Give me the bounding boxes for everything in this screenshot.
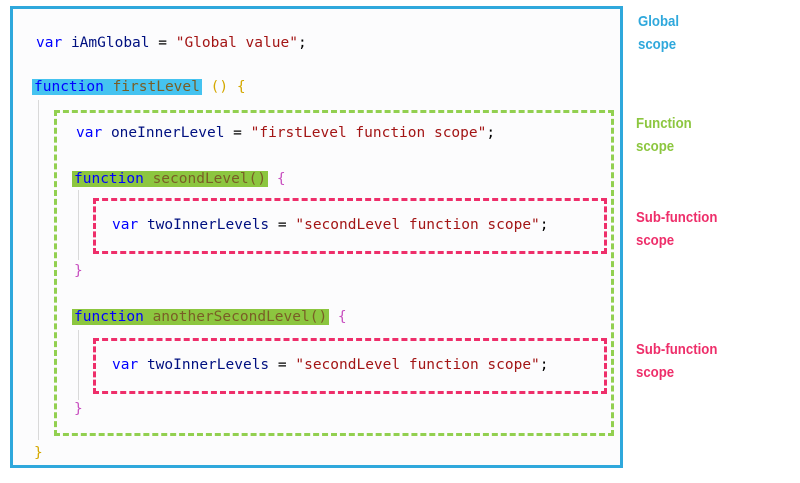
keyword: function [74,171,144,187]
sub-function-scope-box-1 [93,198,607,254]
string-literal: "Global value" [175,35,298,51]
keyword: var [76,125,103,141]
code-line-2: function firstLevel () { [32,76,246,98]
keyword: var [36,35,63,51]
keyword: function [74,309,144,325]
operator: = [224,125,251,141]
code-line-9: } [74,398,83,420]
indent-guide-3 [78,330,79,400]
label-line: Function [636,115,692,132]
identifier: iAmGlobal [70,35,150,51]
code-line-10: } [34,442,43,464]
string-literal: "secondLevel function scope" [295,217,540,233]
code-line-7: function anotherSecondLevel() { [72,306,347,328]
keyword: var [112,217,139,233]
operator: = [269,357,296,373]
string-literal: "secondLevel function scope" [295,357,540,373]
semicolon: ; [297,35,307,51]
label-line: Sub-function [636,341,718,358]
indent-guide-2 [78,190,79,260]
identifier: oneInnerLevel [110,125,225,141]
identifier: twoInnerLevels [146,357,270,373]
operator: = [269,217,296,233]
open-brace: { [236,79,246,95]
function-highlight: function anotherSecondLevel() [72,309,330,325]
close-brace: } [74,401,83,417]
parens: () [210,79,229,95]
sub-function-scope-box-2 [93,338,607,394]
sub-function-scope-label-2: Sub-function scope [636,338,717,384]
code-line-3: var oneInnerLevel = "firstLevel function… [76,122,495,144]
function-name: anotherSecondLevel() [152,309,328,325]
semicolon: ; [539,357,549,373]
code-line-5: var twoInnerLevels = "secondLevel functi… [112,214,549,236]
label-line: scope [636,364,675,381]
global-highlight: function firstLevel [32,79,202,95]
semicolon: ; [539,217,549,233]
open-brace: { [337,309,347,325]
close-brace: } [34,445,43,461]
operator: = [149,35,176,51]
function-name: secondLevel() [152,171,267,187]
close-brace: } [74,263,83,279]
code-line-4: function secondLevel() { [72,168,286,190]
label-line: scope [638,36,677,53]
code-line-8: var twoInnerLevels = "secondLevel functi… [112,354,549,376]
function-scope-label: Function scope [636,112,692,158]
label-line: scope [636,232,675,249]
function-scope-box [54,110,614,436]
function-highlight: function secondLevel() [72,171,269,187]
code-line-6: } [74,260,83,282]
semicolon: ; [486,125,496,141]
code-line-1: var iAmGlobal = "Global value"; [36,32,307,54]
sub-function-scope-label-1: Sub-function scope [636,206,717,252]
identifier: twoInnerLevels [146,217,270,233]
keyword: function [34,79,104,95]
keyword: var [112,357,139,373]
label-line: Sub-function [636,209,718,226]
label-line: scope [636,138,675,155]
function-name: firstLevel [112,79,200,95]
label-line: Global [638,13,680,30]
open-brace: { [276,171,286,187]
global-scope-label: Global scope [638,10,679,56]
string-literal: "firstLevel function scope" [250,125,487,141]
indent-guide-1 [38,100,39,440]
